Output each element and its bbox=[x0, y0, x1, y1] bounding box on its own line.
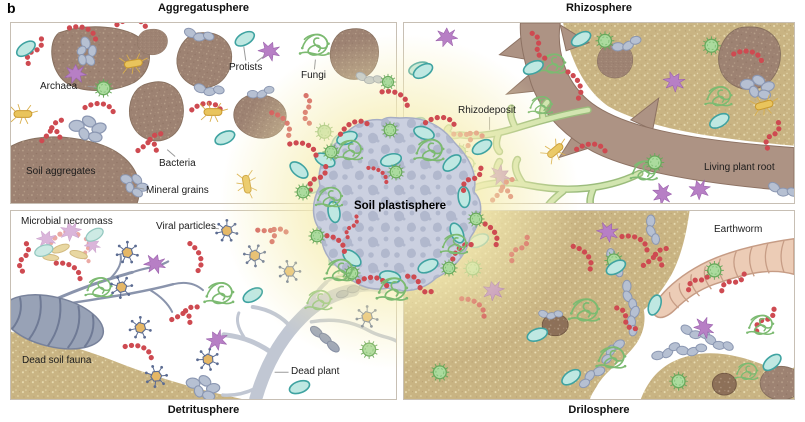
protist-amoeba-icon bbox=[202, 325, 232, 355]
soil-aggregate bbox=[11, 136, 140, 203]
fungi-icon bbox=[334, 261, 362, 280]
figure-panel-letter: b bbox=[7, 0, 16, 16]
virus-icon bbox=[239, 239, 271, 271]
protist-oval-icon bbox=[212, 127, 238, 149]
archaea-icon bbox=[314, 121, 335, 142]
protist-amoeba-icon bbox=[435, 27, 459, 48]
title-rhizosphere: Rhizosphere bbox=[565, 2, 632, 14]
drilosphere-art bbox=[404, 211, 794, 399]
protist-oval-icon bbox=[286, 377, 313, 397]
label-viral-particles: Viral particles bbox=[156, 221, 216, 232]
fungi-icon bbox=[202, 282, 236, 305]
label-soil-plastisphere: Soil plastisphere bbox=[353, 200, 447, 212]
title-drilosphere: Drilosphere bbox=[568, 404, 630, 416]
bacteria-chain-icon bbox=[117, 23, 147, 30]
bacteria-chain-icon bbox=[172, 300, 199, 327]
title-detritusphere: Detritusphere bbox=[167, 404, 240, 416]
fungi-icon bbox=[745, 314, 776, 335]
protist-oval-icon bbox=[240, 284, 266, 307]
bacteria-chain-icon bbox=[56, 257, 83, 282]
label-protists: Protists bbox=[229, 62, 263, 73]
protist-amoeba-icon bbox=[255, 38, 284, 65]
virus-icon bbox=[128, 315, 153, 340]
bacteria-chain-icon bbox=[294, 96, 323, 125]
archaea-icon bbox=[359, 339, 380, 360]
bacteria-chain-icon bbox=[258, 217, 287, 246]
label-earthworm: Earthworm bbox=[714, 224, 763, 235]
label-living-plant-root: Living plant root bbox=[704, 162, 775, 173]
bacteria-chain-icon bbox=[11, 244, 39, 273]
microbial-necromass bbox=[32, 218, 106, 262]
protist-oval-icon bbox=[406, 58, 432, 79]
virus-icon bbox=[194, 345, 222, 373]
bacteria-chain-icon bbox=[346, 217, 364, 247]
virus-icon bbox=[115, 240, 140, 264]
label-microbial-necromass: Microbial necromass bbox=[21, 216, 113, 227]
label-dead-plant: Dead plant bbox=[291, 366, 340, 377]
title-aggregatusphere: Aggregatusphere bbox=[157, 2, 250, 14]
label-archaea: Archaea bbox=[40, 81, 78, 92]
bacteria-chain-icon bbox=[85, 100, 115, 115]
label-pointer-lines bbox=[211, 227, 289, 373]
aggregatusphere-art bbox=[11, 23, 385, 203]
rod-bacterium-icon bbox=[234, 169, 260, 202]
label-soil-aggregates: Soil aggregates bbox=[26, 166, 96, 177]
protist-amoeba-icon bbox=[652, 182, 673, 203]
protist-oval-icon bbox=[428, 168, 454, 190]
dead-soil-fauna-beetle bbox=[11, 294, 105, 350]
protist-oval-icon bbox=[404, 113, 429, 136]
fungi-icon bbox=[83, 277, 114, 298]
soil-aggregate bbox=[136, 28, 168, 56]
panel-drilosphere bbox=[403, 210, 795, 400]
label-rhizodeposit: Rhizodeposit bbox=[458, 105, 516, 116]
bacteria-chain-icon bbox=[125, 340, 154, 361]
label-fungi: Fungi bbox=[301, 70, 327, 81]
virus-icon bbox=[274, 256, 304, 286]
soil-aggregate bbox=[329, 28, 379, 80]
protist-oval-icon bbox=[232, 27, 258, 50]
label-dead-soil-fauna: Dead soil fauna bbox=[22, 355, 92, 366]
virus-icon bbox=[214, 218, 239, 243]
protist-oval-icon bbox=[301, 175, 328, 198]
rod-bacterium-icon bbox=[11, 103, 39, 125]
fungi-icon bbox=[297, 33, 331, 56]
label-bacteria: Bacteria bbox=[159, 158, 196, 169]
bacteria-chain-icon bbox=[190, 242, 203, 272]
label-mineral-grains: Mineral grains bbox=[146, 185, 209, 196]
